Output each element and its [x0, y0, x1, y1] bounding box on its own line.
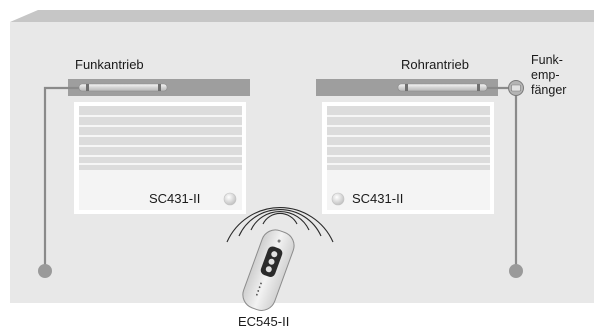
- left-glass: [79, 170, 242, 210]
- left-cable-bead: [38, 264, 52, 278]
- round-sensor-dot: [331, 192, 345, 206]
- right-window: [316, 79, 498, 214]
- left-drive-label: Funkantrieb: [75, 57, 144, 72]
- left-tube-motor: [78, 83, 168, 92]
- receiver-label-line2: emp-: [531, 68, 560, 82]
- left-sensor-label: SC431-II: [149, 191, 201, 206]
- round-sensor-dot: [223, 192, 237, 206]
- receiver-dome-icon: [508, 80, 524, 96]
- right-drive-label: Rohrantrieb: [401, 57, 469, 72]
- right-sensor-label: SC431-II: [352, 191, 404, 206]
- right-cable-bead: [509, 264, 523, 278]
- remote-control: [242, 229, 295, 311]
- right-tube-motor: [397, 83, 488, 92]
- right-glass: [327, 170, 490, 210]
- radio-waves-icon: [226, 207, 334, 243]
- receiver-label-line1: Funk-: [531, 53, 563, 67]
- wall-top-edge: [10, 10, 594, 22]
- left-cable: [43, 86, 79, 268]
- left-window: [68, 79, 250, 214]
- receiver-label-line3: fänger: [531, 83, 567, 97]
- remote-label: EC545-II: [238, 314, 290, 329]
